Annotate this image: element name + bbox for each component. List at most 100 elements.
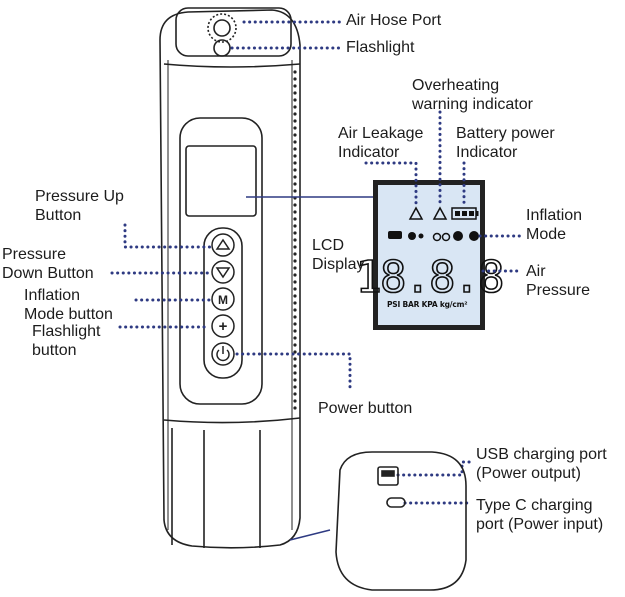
triangle-down-icon bbox=[215, 267, 231, 279]
vent-dot bbox=[293, 77, 297, 81]
leader-power-button bbox=[235, 352, 352, 394]
vent-dot bbox=[293, 287, 297, 291]
vent-dot bbox=[293, 224, 297, 228]
vent-dot bbox=[293, 189, 297, 193]
typec-charging-port-icon bbox=[386, 497, 406, 508]
vent-dot bbox=[293, 112, 297, 116]
label-pressure-up: Pressure Up Button bbox=[35, 188, 124, 224]
lcd-window bbox=[185, 145, 257, 217]
vent-dot bbox=[293, 175, 297, 179]
vent-dot bbox=[293, 322, 297, 326]
label-flashlight: Flashlight bbox=[346, 39, 415, 56]
leader-pressure-up bbox=[123, 223, 212, 249]
vent-dot bbox=[293, 301, 297, 305]
control-buttons: M + bbox=[211, 233, 235, 366]
battery-icon bbox=[451, 207, 479, 220]
label-usb-port: USB charging port (Power output) bbox=[476, 446, 607, 482]
pressure-down-button[interactable] bbox=[211, 260, 235, 284]
vent-dot bbox=[293, 105, 297, 109]
vent-dot bbox=[293, 133, 297, 137]
vent-dot bbox=[293, 182, 297, 186]
vent-dot bbox=[293, 147, 297, 151]
side-vents bbox=[293, 70, 297, 410]
power-button[interactable] bbox=[211, 342, 235, 366]
vent-dot bbox=[293, 126, 297, 130]
leader-usb-port bbox=[396, 460, 474, 477]
inflation-mode-button[interactable]: M bbox=[211, 287, 235, 311]
label-typec-port: Type C charging port (Power input) bbox=[476, 497, 604, 533]
overheating-warning-icon bbox=[432, 206, 448, 220]
vent-dot bbox=[293, 343, 297, 347]
label-air-pressure: Air Pressure bbox=[526, 263, 591, 299]
vent-dot bbox=[293, 203, 297, 207]
vent-dot bbox=[293, 210, 297, 214]
vent-dot bbox=[293, 350, 297, 354]
pressure-up-button[interactable] bbox=[211, 233, 235, 257]
body-collar bbox=[163, 63, 301, 68]
vent-dot bbox=[293, 259, 297, 263]
inflator-device bbox=[159, 7, 301, 549]
label-inflation-mode: Inflation Mode bbox=[526, 207, 583, 243]
power-icon bbox=[216, 346, 230, 362]
vent-dot bbox=[293, 315, 297, 319]
label-power-button: Power button bbox=[318, 400, 413, 417]
label-air-hose-port: Air Hose Port bbox=[346, 12, 442, 29]
vent-dot bbox=[293, 364, 297, 368]
leader-air-leakage bbox=[364, 161, 418, 206]
vent-dot bbox=[293, 266, 297, 270]
vent-dot bbox=[293, 91, 297, 95]
vent-dot bbox=[293, 238, 297, 242]
vent-dot bbox=[293, 357, 297, 361]
vent-dot bbox=[293, 378, 297, 382]
vent-dot bbox=[293, 168, 297, 172]
vent-dot bbox=[293, 217, 297, 221]
label-pressure-down: Pressure Down Button bbox=[2, 246, 94, 282]
vent-dot bbox=[293, 385, 297, 389]
solid-connectors bbox=[246, 196, 373, 541]
base-outline bbox=[335, 451, 467, 591]
vent-dot bbox=[293, 154, 297, 158]
label-air-leakage: Air Leakage Indicator bbox=[338, 125, 424, 161]
usb-port-inner bbox=[381, 470, 395, 477]
vent-dot bbox=[293, 84, 297, 88]
vent-dot bbox=[293, 98, 297, 102]
body-lower-seam bbox=[163, 417, 301, 424]
vent-dot bbox=[293, 329, 297, 333]
control-panel bbox=[179, 117, 263, 405]
inflation-mode-icons bbox=[388, 231, 479, 242]
label-inflation-mode-button: Inflation Mode button bbox=[24, 287, 113, 323]
vent-dot bbox=[293, 392, 297, 396]
vent-dot bbox=[293, 70, 297, 74]
leader-lines bbox=[110, 20, 522, 505]
label-overheating: Overheating warning indicator bbox=[412, 77, 533, 113]
label-flashlight-button: Flashlight button bbox=[32, 323, 101, 359]
air-leakage-warning-icon bbox=[408, 206, 424, 220]
base-ports-view bbox=[335, 451, 467, 591]
vent-dot bbox=[293, 273, 297, 277]
button-column bbox=[203, 227, 243, 379]
flashlight-button[interactable]: + bbox=[211, 314, 235, 338]
triangle-up-icon bbox=[215, 238, 231, 250]
vent-dot bbox=[293, 119, 297, 123]
vent-dot bbox=[293, 231, 297, 235]
vent-dot bbox=[293, 245, 297, 249]
label-battery-power: Battery power Indicator bbox=[456, 125, 555, 161]
flashlight-lens-icon bbox=[213, 39, 231, 57]
ball-mode-icon bbox=[453, 231, 463, 241]
air-hose-port-inner bbox=[213, 19, 231, 37]
mode-button-glyph: M bbox=[218, 293, 228, 307]
usb-charging-port-icon bbox=[377, 466, 399, 486]
car-mode-icon bbox=[388, 231, 402, 239]
motorcycle-mode-icon bbox=[408, 232, 416, 240]
vent-dot bbox=[293, 371, 297, 375]
air-hose-port-icon bbox=[207, 13, 237, 43]
device-outline bbox=[159, 9, 301, 549]
vent-dot bbox=[293, 294, 297, 298]
vent-dot bbox=[293, 399, 297, 403]
lcd-digits: 18.8.8 bbox=[356, 252, 503, 303]
lcd-enlarged-panel: 18.8.8 bbox=[355, 180, 505, 330]
vent-dot bbox=[293, 308, 297, 312]
vent-dot bbox=[293, 140, 297, 144]
bicycle-mode-icon bbox=[432, 232, 442, 242]
